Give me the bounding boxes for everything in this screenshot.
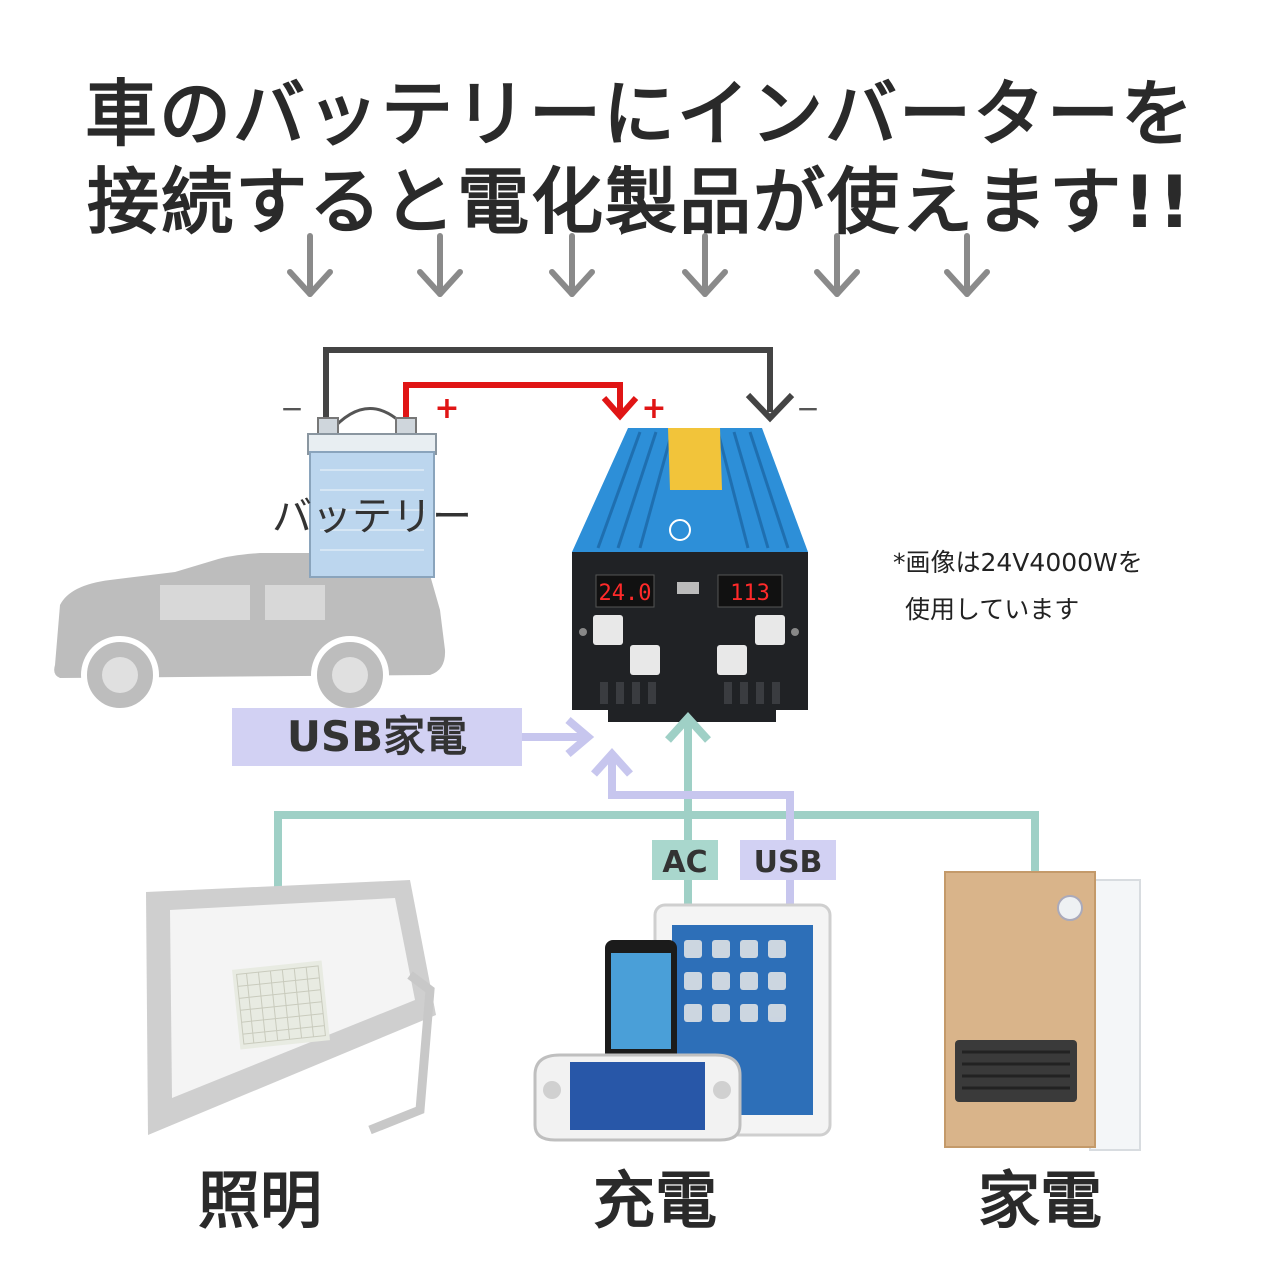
ac-tag xyxy=(652,840,718,880)
floodlight-icon xyxy=(146,880,436,1135)
battery-plus-sign: + xyxy=(434,391,459,426)
inverter-display-left: 24.0 xyxy=(599,581,652,606)
usb-tag-label: USB xyxy=(754,845,823,880)
note-line-2: 使用しています xyxy=(905,595,1080,624)
down-arrows xyxy=(287,233,990,297)
smartphone-icon xyxy=(605,940,677,1062)
game-console-icon xyxy=(533,1053,742,1142)
usb-appliance-banner xyxy=(232,708,522,766)
usb-appliance-arrowhead xyxy=(565,716,595,758)
inverter-display-right: 113 xyxy=(730,581,770,606)
category-lighting: 照明 xyxy=(197,1164,322,1237)
positive-wire-arrowhead xyxy=(601,396,639,421)
inverter-minus-sign: − xyxy=(796,392,819,425)
battery-minus-sign: − xyxy=(280,392,303,425)
down-arrow-icon xyxy=(814,233,860,297)
headline-line-1: 車のバッテリーにインバーターを xyxy=(84,72,1195,156)
headline-line-2: 接続すると電化製品が使えます!! xyxy=(87,160,1193,244)
battery-label: バッテリー xyxy=(272,494,472,540)
usb-feed-line xyxy=(608,755,794,905)
inverter-device xyxy=(572,428,808,722)
ac-trunk-arrowhead xyxy=(665,712,711,743)
down-arrow-icon xyxy=(682,233,728,297)
down-arrow-icon xyxy=(944,233,990,297)
usb-tag xyxy=(740,840,836,880)
down-arrow-icon xyxy=(549,233,595,297)
usb-feed-arrowhead xyxy=(591,748,633,777)
ac-tag-label: AC xyxy=(662,845,707,880)
ac-distribution-line xyxy=(274,811,1039,895)
headline: 車のバッテリーにインバーターを 接続すると電化製品が使えます!! xyxy=(0,70,1280,246)
heater-icon xyxy=(944,871,1141,1151)
note-line-1: *画像は24V4000Wを xyxy=(893,548,1143,577)
positive-wire xyxy=(403,382,623,430)
car-silhouette xyxy=(54,553,446,714)
battery-icon xyxy=(307,407,437,578)
negative-wire xyxy=(323,347,773,430)
negative-wire-arrowhead xyxy=(745,392,795,423)
inverter-plus-sign: + xyxy=(641,391,666,426)
down-arrow-icon xyxy=(287,233,333,297)
down-arrow-icon xyxy=(417,233,463,297)
category-charging: 充電 xyxy=(592,1164,717,1237)
category-appliance: 家電 xyxy=(977,1164,1102,1237)
usb-appliance-label: USB家電 xyxy=(287,712,467,761)
